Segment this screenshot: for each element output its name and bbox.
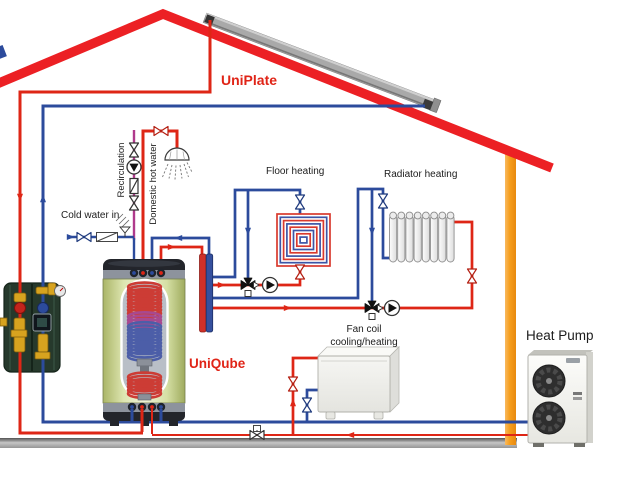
heating-manifold <box>199 253 214 333</box>
flow-arrow-icon <box>217 282 226 288</box>
valve-icon <box>466 268 478 284</box>
valve-icon <box>287 376 299 392</box>
floor-heating-circuit <box>206 188 302 287</box>
blue-valve-knob-icon <box>37 302 49 314</box>
radiator-heating-label: Radiator heating <box>384 169 458 180</box>
recirculation-pump-icon <box>126 159 142 175</box>
pump-icon <box>383 299 401 317</box>
solar-collector-panel <box>202 12 442 114</box>
roof <box>0 8 554 173</box>
tank-ports <box>127 268 166 412</box>
heat-pump-unit <box>527 350 593 447</box>
flow-arrow-icon <box>17 193 23 202</box>
floor-heating-label: Floor heating <box>266 166 325 177</box>
pump-icon <box>261 276 279 294</box>
shower-icon <box>162 147 193 180</box>
flow-arrow-icon <box>40 194 46 203</box>
flow-arrow-icon <box>369 227 375 236</box>
fan-coil-label-line2: cooling/heating <box>330 336 398 348</box>
uniqube-label: UniQube <box>189 356 246 371</box>
uniplate-label: UniPlate <box>221 72 278 88</box>
fittings <box>17 125 478 441</box>
valve-icon <box>128 195 140 211</box>
solar-pump-station-fittings <box>0 282 66 360</box>
left-collector-fragment <box>0 44 7 60</box>
heat-pump-fan-icon <box>532 364 566 398</box>
valve-icon <box>301 397 313 413</box>
valve-icon <box>377 193 389 209</box>
safety-valve-icon <box>115 213 131 237</box>
flow-arrow-icon <box>346 432 355 438</box>
fan-coil-label: Fan coil cooling/heating <box>321 324 407 349</box>
flow-arrow-icon <box>290 398 296 407</box>
ground-bar <box>0 438 517 448</box>
flow-arrow-icon <box>245 227 251 236</box>
flow-arrow-icon <box>66 234 75 240</box>
domestic-hot-water-label: Domestic hot water <box>148 143 159 225</box>
valve-icon <box>294 264 306 280</box>
valve-icon <box>153 125 169 137</box>
valve-icon <box>76 231 92 243</box>
mixing-valve-icon <box>240 277 260 297</box>
wall-post <box>505 154 516 445</box>
radiator-circuit <box>206 187 474 310</box>
red-valve-knob-icon <box>14 302 26 314</box>
radiator <box>389 211 455 263</box>
check-valve-icon <box>129 177 139 195</box>
uniqube-tank <box>102 259 186 426</box>
heat-pump-label: Heat Pump <box>526 328 594 343</box>
valve-icon <box>294 194 306 210</box>
cold-water-in-label: Cold water in <box>61 210 120 221</box>
valve-icon <box>128 142 140 158</box>
floor-heating-spiral <box>276 213 331 267</box>
flow-arrow-icon <box>167 244 176 250</box>
filter-icon <box>96 232 118 242</box>
tank-bottom-stubs <box>130 409 163 434</box>
fan-coil-unit <box>317 346 400 420</box>
solar-circuit-pipes <box>18 20 531 435</box>
flow-arrow-icon <box>174 235 183 241</box>
solar-pump-station <box>3 282 61 373</box>
heat-pump-fan-icon <box>532 401 566 435</box>
fan-coil-label-line1: Fan coil <box>346 324 382 335</box>
mixing-valve-icon <box>364 300 384 320</box>
recirculation-label: Recirculation <box>116 142 127 198</box>
flow-arrow-icon <box>283 305 292 311</box>
